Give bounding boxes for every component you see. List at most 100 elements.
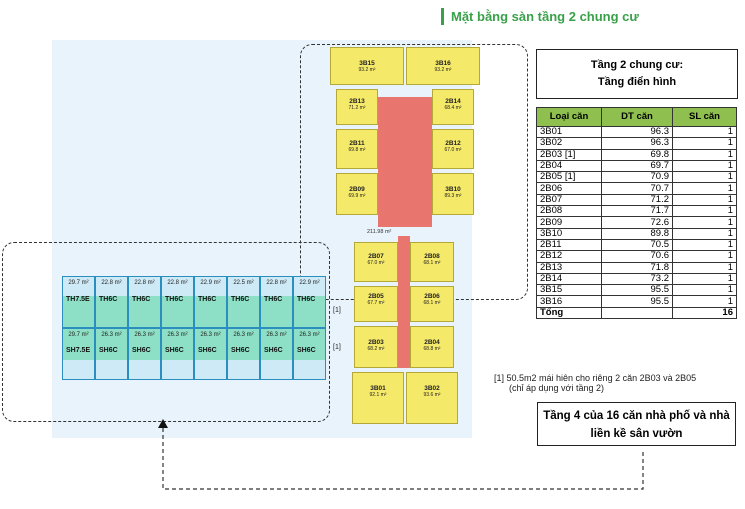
shophouse-bottom-unit: 29.7 m²: [62, 328, 95, 380]
shophouse-area: 26.3 m²: [266, 332, 287, 338]
shophouse-type-label: SH6C: [132, 347, 151, 354]
north-core: [378, 97, 432, 227]
shophouse-area: 22.8 m²: [101, 280, 122, 286]
unit-area-cell: 73.2: [601, 272, 673, 286]
shophouse-bottom-unit: 26.3 m²: [293, 328, 326, 380]
shophouse-type-label: TH6C: [264, 296, 283, 303]
unit-type-cell: 2B13: [536, 261, 602, 274]
unit-area-cell: 95.5: [601, 295, 673, 308]
unit-count-cell: 1: [672, 125, 737, 139]
unit-type-cell: 3B15: [536, 284, 602, 297]
floor-info-line1: Tầng 2 chung cư:: [590, 59, 684, 71]
unit-count-cell: 1: [672, 193, 737, 207]
shophouse-area: 22.8 m²: [167, 280, 188, 286]
unit-area-cell: 72.6: [601, 216, 673, 229]
unit-count-cell: 1: [672, 148, 737, 161]
footnote-line1: [1] 50.5m2 mái hiên cho riêng 2 căn 2B03…: [494, 373, 697, 383]
unit-area-cell: 71.7: [601, 205, 673, 218]
unit-area-cell: 70.7: [601, 182, 673, 195]
unit-type-cell: 2B07: [536, 193, 602, 207]
shophouse-area: 22.9 m²: [299, 280, 320, 286]
townhouse-floor4-box: Tầng 4 của 16 căn nhà phố và nhà liền kề…: [537, 402, 736, 446]
townhouse-line2: liền kề sân vườn: [590, 428, 683, 440]
shophouse-area: 22.8 m²: [134, 280, 155, 286]
shophouse-area: 26.3 m²: [299, 332, 320, 338]
shophouse-area: 26.3 m²: [101, 332, 122, 338]
unit-area-cell: 89.8: [601, 227, 673, 240]
shophouse-top-unit: 22.8 m²: [95, 276, 128, 328]
unit-count-cell: 1: [672, 159, 737, 173]
col-header-area: DT căn: [601, 107, 673, 127]
shophouse-area: 26.3 m²: [134, 332, 155, 338]
unit-area-cell: 95.5: [601, 284, 673, 297]
unit-type-cell: 3B02: [536, 137, 602, 150]
footnote-line2: (chỉ áp dụng với tầng 2): [509, 383, 604, 393]
shophouse-type-label: TH7.5E: [66, 296, 90, 303]
shophouse-top-unit: 22.8 m²: [128, 276, 161, 328]
shophouse-top-unit: 22.9 m²: [293, 276, 326, 328]
shophouse-top-unit: 22.9 m²: [194, 276, 227, 328]
shophouse-bottom-unit: 26.3 m²: [260, 328, 293, 380]
shophouse-type-label: TH6C: [165, 296, 184, 303]
table-total-row: Tổng 16: [536, 306, 737, 320]
shophouse-area: 22.9 m²: [200, 280, 221, 286]
shophouse-type-label: SH7.5E: [66, 347, 91, 354]
shophouse-type-label: SH6C: [99, 347, 118, 354]
unit-type-cell: 2B04: [536, 159, 602, 173]
floor-info-box: Tầng 2 chung cư: Tầng điển hình: [536, 49, 738, 99]
title-accent-bar: [441, 8, 444, 25]
unit-type-cell: 2B14: [536, 272, 602, 286]
corridor-area-label: 211.98 m²: [367, 229, 392, 235]
unit-area-cell: 71.2: [601, 193, 673, 207]
shophouse-area: 26.3 m²: [233, 332, 254, 338]
total-value: 16: [672, 306, 737, 320]
unit-area-cell: 70.6: [601, 250, 673, 263]
shophouse-type-label: TH6C: [198, 296, 217, 303]
unit-count-cell: 1: [672, 238, 737, 252]
shophouse-type-label: SH6C: [264, 347, 283, 354]
shophouse-type-label: TH6C: [99, 296, 118, 303]
shophouse-type-label: SH6C: [198, 347, 217, 354]
shophouse-bottom-unit: 26.3 m²: [95, 328, 128, 380]
shophouse-top-unit: 29.7 m²: [62, 276, 95, 328]
shophouse-area: 29.7 m²: [68, 332, 89, 338]
unit-type-cell: 2B08: [536, 205, 602, 218]
connector-arrow: [158, 419, 644, 490]
unit-count-cell: 1: [672, 137, 737, 150]
unit-count-cell: 1: [672, 295, 737, 308]
unit-type-cell: 3B10: [536, 227, 602, 240]
shophouse-bottom-unit: 26.3 m²: [227, 328, 260, 380]
footnote-mark-2b03: [1]: [333, 344, 341, 351]
unit-type-cell: 2B06: [536, 182, 602, 195]
shophouse-top-unit: 22.5 m²: [227, 276, 260, 328]
shophouse-type-label: TH6C: [297, 296, 316, 303]
shophouse-type-label: SH6C: [231, 347, 250, 354]
unit-area-cell: 96.3: [601, 137, 673, 150]
unit-area-cell: 71.8: [601, 261, 673, 274]
unit-count-cell: 1: [672, 227, 737, 240]
unit-area-cell: 96.3: [601, 125, 673, 139]
col-header-type: Loại căn: [536, 107, 602, 127]
